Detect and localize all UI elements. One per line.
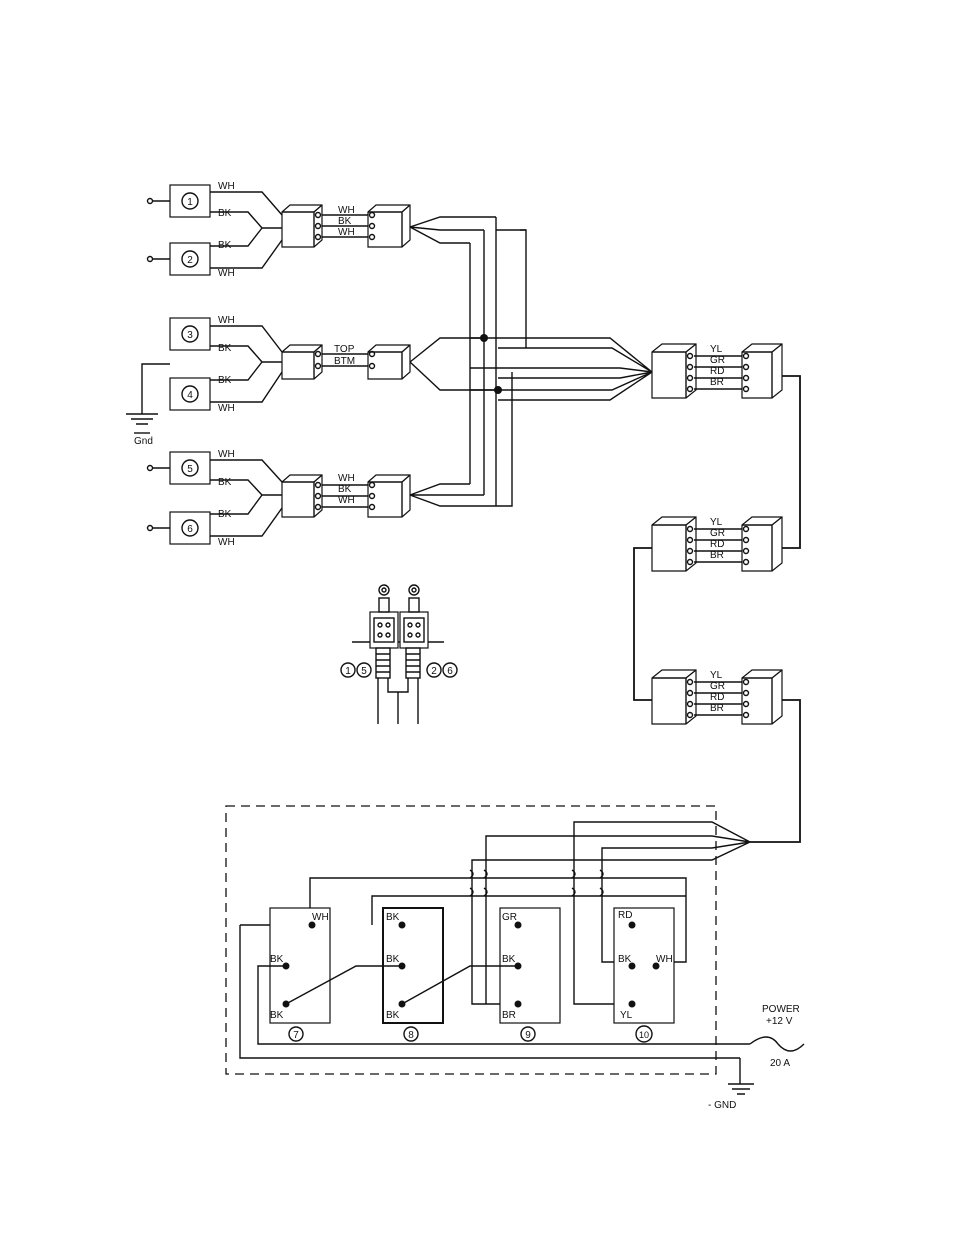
wire-label: RD <box>710 366 724 377</box>
wire-label: BTM <box>334 356 355 367</box>
fuse-rating: 20 A <box>770 1058 790 1069</box>
wire-label: YL <box>710 517 723 528</box>
wire-label: BR <box>502 1010 516 1021</box>
wire-label: BK <box>270 954 284 965</box>
module-10 <box>614 908 674 1023</box>
mount-label: 6 <box>447 666 453 677</box>
fuse-symbol <box>750 1037 804 1051</box>
wire-label: BR <box>710 703 724 714</box>
wire-label: WH <box>218 537 235 548</box>
sensor-group: 1 2 3 4 5 6 Gnd WH BK BK WH WH BK BK WH … <box>126 181 282 548</box>
terminal-dot <box>148 526 153 531</box>
module-number: 9 <box>525 1030 531 1041</box>
module-number: 10 <box>639 1030 649 1040</box>
wire-label: BK <box>338 216 352 227</box>
wire-label: BK <box>218 343 232 354</box>
wire-label: BR <box>710 377 724 388</box>
wire-label: BK <box>218 477 232 488</box>
wire-label: WH <box>218 315 235 326</box>
trunk-wiring <box>410 217 652 506</box>
wire-label: GR <box>710 355 725 366</box>
sensor-4-number: 4 <box>187 390 193 401</box>
mount-detail: 1 5 2 6 <box>341 585 457 724</box>
wire-label: GR <box>710 528 725 539</box>
module-number: 8 <box>408 1030 414 1041</box>
terminal-dot <box>148 466 153 471</box>
wire-label: WH <box>218 403 235 414</box>
wire-label: WH <box>338 227 355 238</box>
wire-label: BK <box>270 1010 284 1021</box>
terminal-dot <box>148 257 153 262</box>
mount-label: 2 <box>431 666 437 677</box>
mount-label: 5 <box>361 666 367 677</box>
wire-label: BK <box>386 1010 400 1021</box>
terminal-dot <box>148 199 153 204</box>
connector-set-left: WH BK WH TOP BTM WH BK WH <box>282 205 410 517</box>
sensor-1-number: 1 <box>187 197 193 208</box>
wire-label: BK <box>386 954 400 965</box>
wire-label: WH <box>656 954 673 965</box>
wire-label: RD <box>710 692 724 703</box>
wire-label: BR <box>710 550 724 561</box>
wire-label: YL <box>620 1010 633 1021</box>
wire-label: BK <box>338 484 352 495</box>
sensor-6-number: 6 <box>187 524 193 535</box>
sensor-3-number: 3 <box>187 330 193 341</box>
wire-label: BK <box>218 208 232 219</box>
power-voltage: +12 V <box>766 1016 793 1027</box>
ground-label: - GND <box>708 1100 736 1111</box>
wire-label: RD <box>618 910 632 921</box>
wire-label: BK <box>618 954 632 965</box>
wire-label: WH <box>312 912 329 923</box>
wire-label: WH <box>218 449 235 460</box>
wire-label: WH <box>338 205 355 216</box>
sensor-2-number: 2 <box>187 255 193 266</box>
power-label: POWER <box>762 1004 800 1015</box>
wire-label: TOP <box>334 344 355 355</box>
wire-label: YL <box>710 670 723 681</box>
module-number: 7 <box>293 1030 299 1041</box>
wire-label: RD <box>710 539 724 550</box>
ground-symbol <box>728 1058 754 1094</box>
gnd-label: Gnd <box>134 436 153 447</box>
mount-label: 1 <box>345 666 351 677</box>
wire-label: YL <box>710 344 723 355</box>
wire-label: WH <box>338 495 355 506</box>
wire-label: WH <box>218 181 235 192</box>
wire-label: WH <box>338 473 355 484</box>
wire-label: BK <box>502 954 516 965</box>
control-panel: WH BK BK BK BK BK GR BK BR RD BK WH YL 7… <box>226 806 750 1074</box>
wire-label: WH <box>218 268 235 279</box>
wire-label: GR <box>502 912 517 923</box>
harness-connectors: YL GR RD BR YL GR RD BR YL GR RD BR <box>634 344 800 842</box>
wire-label: BK <box>386 912 400 923</box>
wire-label: GR <box>710 681 725 692</box>
sensor-5-number: 5 <box>187 464 193 475</box>
